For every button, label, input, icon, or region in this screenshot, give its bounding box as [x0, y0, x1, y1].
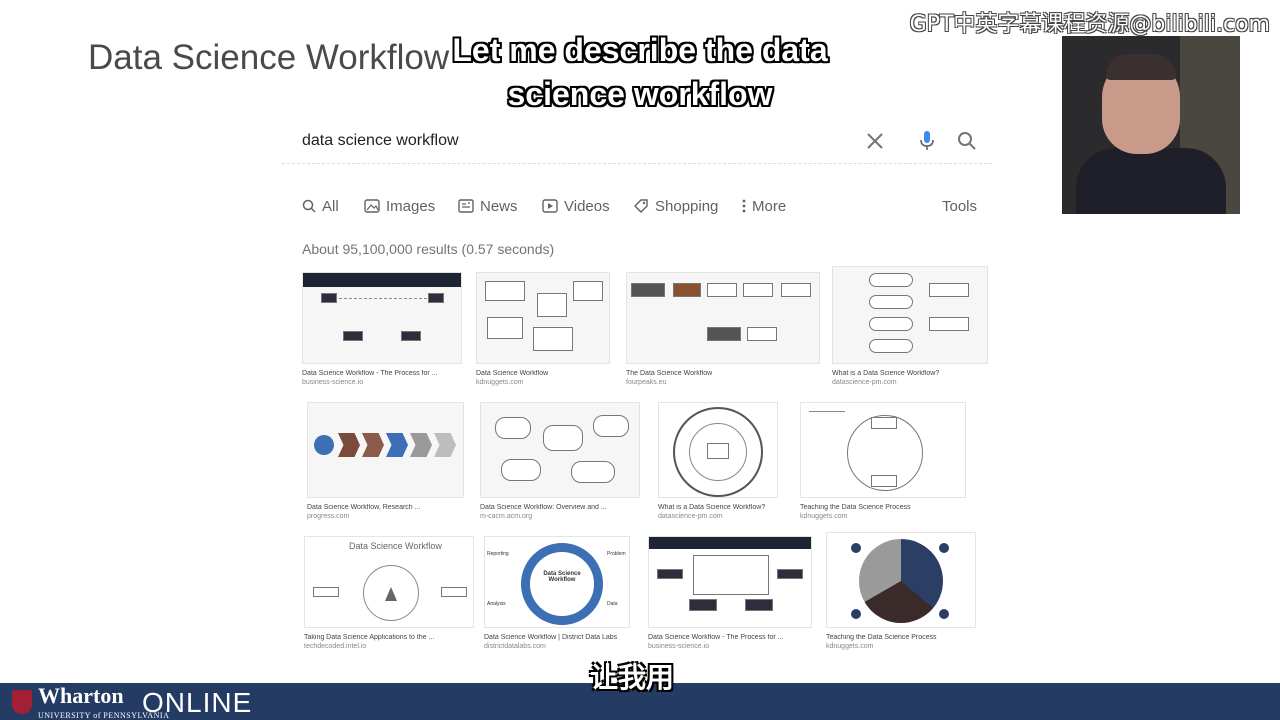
tag-icon [634, 199, 648, 213]
result-source: business-science.io [302, 379, 364, 386]
tab-label: Tools [942, 197, 978, 215]
result-title: Data Science Workflow, Research ... [307, 504, 421, 511]
image-result[interactable]: Data Science Workflow - The Process for … [302, 272, 462, 386]
result-thumbnail [826, 532, 976, 628]
result-thumbnail [800, 402, 966, 498]
more-vert-icon [742, 199, 746, 213]
tab-label: All [322, 197, 339, 215]
result-source: progress.com [307, 513, 350, 520]
image-result[interactable]: Data Science Workflow: Overview and ... … [480, 402, 640, 520]
search-input[interactable] [302, 128, 842, 154]
result-title: Data Science Workflow [476, 370, 549, 377]
tab-images[interactable]: Images [364, 194, 435, 218]
tab-label: Shopping [655, 197, 719, 215]
brand-name: Wharton [38, 683, 124, 708]
result-thumbnail [832, 266, 988, 364]
tab-tools[interactable]: Tools [942, 194, 977, 218]
wharton-logo: Wharton UNIVERSITY of PENNSYLVANIA [38, 683, 169, 720]
result-thumbnail [480, 402, 640, 498]
image-result[interactable]: Data Science Workflow Reporting Problem … [484, 536, 630, 650]
tab-shopping[interactable]: Shopping [633, 194, 718, 218]
tab-videos[interactable]: Videos [542, 194, 610, 218]
result-title: Teaching the Data Science Process [826, 634, 937, 641]
watermark: GPT中英字幕课程资源@bilibili.com [909, 12, 1270, 37]
image-result[interactable]: What is a Data Science Workflow? datasci… [832, 266, 988, 386]
result-source: kdnuggets.com [800, 513, 848, 520]
tab-label: News [480, 197, 518, 215]
result-title: Taking Data Science Applications to the … [304, 634, 435, 641]
tab-more[interactable]: More [742, 194, 786, 218]
result-title: What is a Data Science Workflow? [832, 370, 940, 377]
subtitle-top: Let me describe the data science workflo… [452, 32, 828, 112]
wharton-shield-icon [12, 690, 32, 714]
image-result[interactable]: Data Science Workflow, Research ... prog… [307, 402, 464, 520]
result-title: The Data Science Workflow [626, 370, 713, 377]
result-source: kdnuggets.com [826, 643, 874, 650]
presenter-hair [1106, 54, 1176, 80]
result-source: business-science.io [648, 643, 710, 650]
result-thumbnail: Data Science Workflow [304, 536, 474, 628]
image-result[interactable]: Data Science Workflow Taking Data Scienc… [304, 536, 474, 650]
result-source: datascience-pm.com [832, 379, 897, 386]
result-thumbnail [626, 272, 820, 364]
result-source: datascience-pm.com [658, 513, 723, 520]
image-result[interactable]: Data Science Workflow - The Process for … [648, 536, 812, 650]
search-tabs: All Images News Videos Shopping More Too… [302, 194, 982, 218]
result-thumbnail: Data Science Workflow Reporting Problem … [484, 536, 630, 628]
tab-news[interactable]: News [458, 194, 518, 218]
result-thumbnail [307, 402, 464, 498]
image-result[interactable]: Teaching the Data Science Process kdnugg… [826, 532, 976, 650]
image-result[interactable]: Data Science Workflow kdnuggets.com [476, 272, 610, 386]
footer-bar: Wharton UNIVERSITY of PENNSYLVANIA ONLIN… [0, 683, 1280, 720]
result-thumbnail [302, 272, 462, 364]
tab-label: Images [386, 197, 436, 215]
tab-label: More [752, 197, 787, 215]
online-label: ONLINE [142, 687, 253, 718]
tab-label: Videos [564, 197, 610, 215]
results-count: About 95,100,000 results (0.57 seconds) [302, 241, 555, 257]
result-thumbnail [648, 536, 812, 628]
result-title: Data Science Workflow: Overview and ... [480, 504, 607, 511]
search-icon [302, 199, 316, 213]
tab-all[interactable]: All [302, 194, 339, 218]
result-source: kdnuggets.com [476, 379, 524, 386]
news-icon [458, 199, 474, 213]
subtitle-bottom: 让我用 [590, 661, 675, 694]
mic-icon[interactable] [914, 128, 940, 154]
result-source: techdecoded.intel.io [304, 643, 367, 650]
result-title: What is a Data Science Workflow? [658, 504, 766, 511]
result-thumbnail [476, 272, 610, 364]
result-title: Data Science Workflow - The Process for … [302, 370, 438, 377]
result-title: Teaching the Data Science Process [800, 504, 911, 511]
result-title: Data Science Workflow | District Data La… [484, 634, 618, 641]
result-thumbnail [658, 402, 778, 498]
university-name: UNIVERSITY of PENNSYLVANIA [38, 711, 170, 720]
search-box [282, 118, 992, 164]
result-title: Data Science Workflow - The Process for … [648, 634, 784, 641]
webcam-overlay [1062, 36, 1240, 214]
close-icon[interactable] [862, 128, 888, 154]
video-icon [542, 199, 558, 213]
slide-title: Data Science Workflow [88, 38, 450, 77]
image-result[interactable]: What is a Data Science Workflow? datasci… [658, 402, 778, 520]
image-result[interactable]: Teaching the Data Science Process kdnugg… [800, 402, 966, 520]
result-source: m-cacm.acm.org [480, 513, 533, 520]
search-icon[interactable] [954, 128, 980, 154]
presenter-body [1076, 148, 1226, 214]
result-source: fourpeaks.eu [626, 379, 667, 386]
image-icon [364, 199, 380, 213]
result-source: districtdatalabs.com [484, 643, 546, 650]
image-result[interactable]: The Data Science Workflow fourpeaks.eu [626, 272, 820, 386]
